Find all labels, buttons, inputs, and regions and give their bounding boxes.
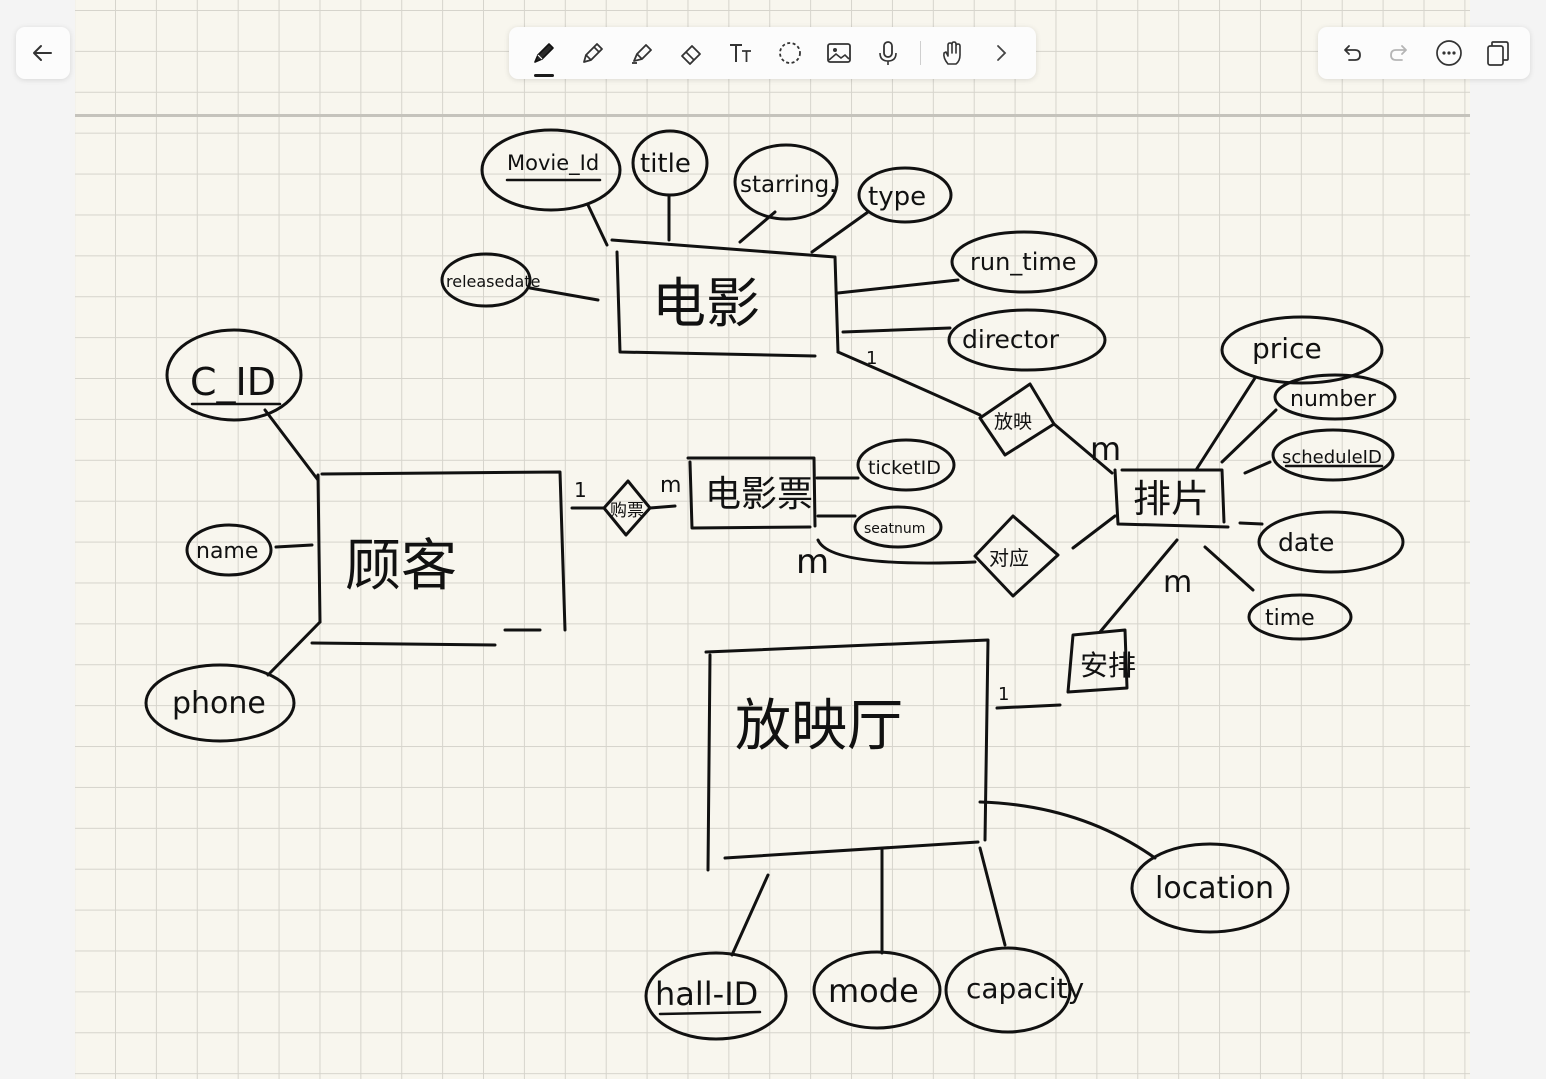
svg-text:scheduleID: scheduleID (1282, 447, 1382, 468)
hall-label: 放映厅 (735, 694, 903, 759)
actions-toolbar (1318, 27, 1530, 79)
movie-entity[interactable]: 电影 (610, 238, 840, 358)
svg-text:releasedate: releasedate (446, 272, 540, 291)
svg-text:seatnum: seatnum (864, 521, 925, 537)
svg-text:time: time (1265, 606, 1315, 631)
toolbar-separator (919, 41, 921, 65)
eraser-icon[interactable] (673, 35, 709, 71)
svg-text:1: 1 (866, 348, 877, 369)
svg-text:m: m (660, 473, 681, 498)
svg-text:1: 1 (574, 478, 587, 502)
svg-text:m: m (1163, 565, 1192, 600)
svg-text:price: price (1252, 332, 1322, 365)
attr-starring[interactable]: starring. (733, 143, 839, 244)
svg-text:安排: 安排 (1080, 649, 1136, 682)
movie-label: 电影 (652, 272, 760, 335)
attr-time[interactable]: time (1203, 545, 1353, 641)
attr-director[interactable]: director (841, 308, 1107, 372)
schedule-entity[interactable]: 排片 (1113, 468, 1230, 529)
text-tool-icon[interactable] (723, 35, 759, 71)
svg-text:run_time: run_time (970, 248, 1077, 276)
pencil-icon[interactable] (575, 35, 611, 71)
svg-text:type: type (868, 182, 926, 212)
undo-icon[interactable] (1333, 35, 1369, 71)
attr-date[interactable]: date (1238, 510, 1405, 574)
attr-ticket-id[interactable]: ticketID (815, 438, 956, 492)
svg-text:title: title (640, 149, 691, 179)
customer-label: 顾客 (345, 534, 457, 599)
customer-entity[interactable]: 顾客 (310, 470, 567, 647)
svg-text:ticketID: ticketID (868, 457, 941, 479)
highlighter-icon[interactable] (624, 35, 660, 71)
notebook-page[interactable] (75, 0, 1470, 1079)
svg-text:m: m (1090, 430, 1121, 468)
attr-location[interactable]: location (978, 800, 1290, 934)
relation-plays[interactable]: 放映 m 1 (836, 348, 1121, 475)
svg-text:phone: phone (172, 686, 266, 721)
lasso-icon[interactable] (772, 35, 808, 71)
attr-title[interactable]: title (631, 129, 709, 242)
attr-run-time[interactable]: run_time (836, 230, 1098, 295)
relation-buys[interactable]: 购票 1 m (570, 473, 681, 537)
attr-price[interactable]: price (1194, 315, 1384, 472)
back-button[interactable] (16, 27, 70, 79)
chevron-right-icon[interactable] (983, 35, 1019, 71)
microphone-icon[interactable] (870, 35, 906, 71)
svg-text:C_ID: C_ID (190, 360, 276, 404)
attr-c-id[interactable]: C_ID (165, 328, 320, 482)
page-divider (75, 114, 1470, 117)
attr-number[interactable]: number (1220, 373, 1397, 464)
attr-release-date[interactable]: releasedate (440, 252, 600, 308)
attr-name[interactable]: name (185, 523, 314, 577)
svg-text:1: 1 (998, 684, 1009, 705)
back-arrow-icon (33, 45, 52, 61)
image-icon[interactable] (821, 35, 857, 71)
svg-text:location: location (1155, 871, 1274, 906)
redo-icon[interactable] (1382, 35, 1418, 71)
ticket-label: 电影票 (705, 474, 813, 515)
attr-hall-id[interactable]: hall-ID (644, 873, 788, 1041)
hall-entity[interactable]: 放映厅 (704, 638, 990, 872)
svg-text:Movie_Id: Movie_Id (507, 151, 599, 176)
more-icon[interactable] (1431, 35, 1467, 71)
svg-text:m: m (796, 542, 829, 582)
pages-icon[interactable] (1480, 35, 1516, 71)
attr-type[interactable]: type (810, 166, 953, 254)
relation-corresponds[interactable]: 对应 m (796, 514, 1117, 598)
schedule-label: 排片 (1133, 477, 1209, 521)
svg-text:对应: 对应 (989, 546, 1029, 570)
relation-arranges[interactable]: 安排 m 1 (995, 538, 1192, 710)
svg-text:mode: mode (828, 972, 919, 1010)
pen-icon[interactable] (526, 35, 562, 77)
attr-phone[interactable]: phone (144, 620, 322, 743)
svg-text:capacity: capacity (966, 972, 1084, 1005)
svg-text:name: name (196, 539, 258, 564)
attr-schedule-id[interactable]: scheduleID (1243, 428, 1395, 482)
svg-text:number: number (1290, 387, 1377, 412)
drawing-toolbar (509, 27, 1036, 79)
svg-text:director: director (962, 325, 1060, 354)
svg-text:starring.: starring. (740, 172, 836, 198)
attr-movie-id[interactable]: Movie_Id (480, 128, 622, 247)
attr-capacity[interactable]: capacity (944, 846, 1084, 1034)
svg-text:date: date (1278, 528, 1334, 557)
ticket-entity[interactable]: 电影票 (686, 456, 817, 530)
touch-icon[interactable] (934, 35, 970, 71)
svg-text:购票: 购票 (610, 501, 644, 521)
svg-text:放映: 放映 (994, 411, 1032, 433)
attr-mode[interactable]: mode (812, 848, 942, 1030)
svg-text:hall-ID: hall-ID (655, 975, 758, 1013)
attr-seat-num[interactable]: seatnum (816, 505, 943, 549)
